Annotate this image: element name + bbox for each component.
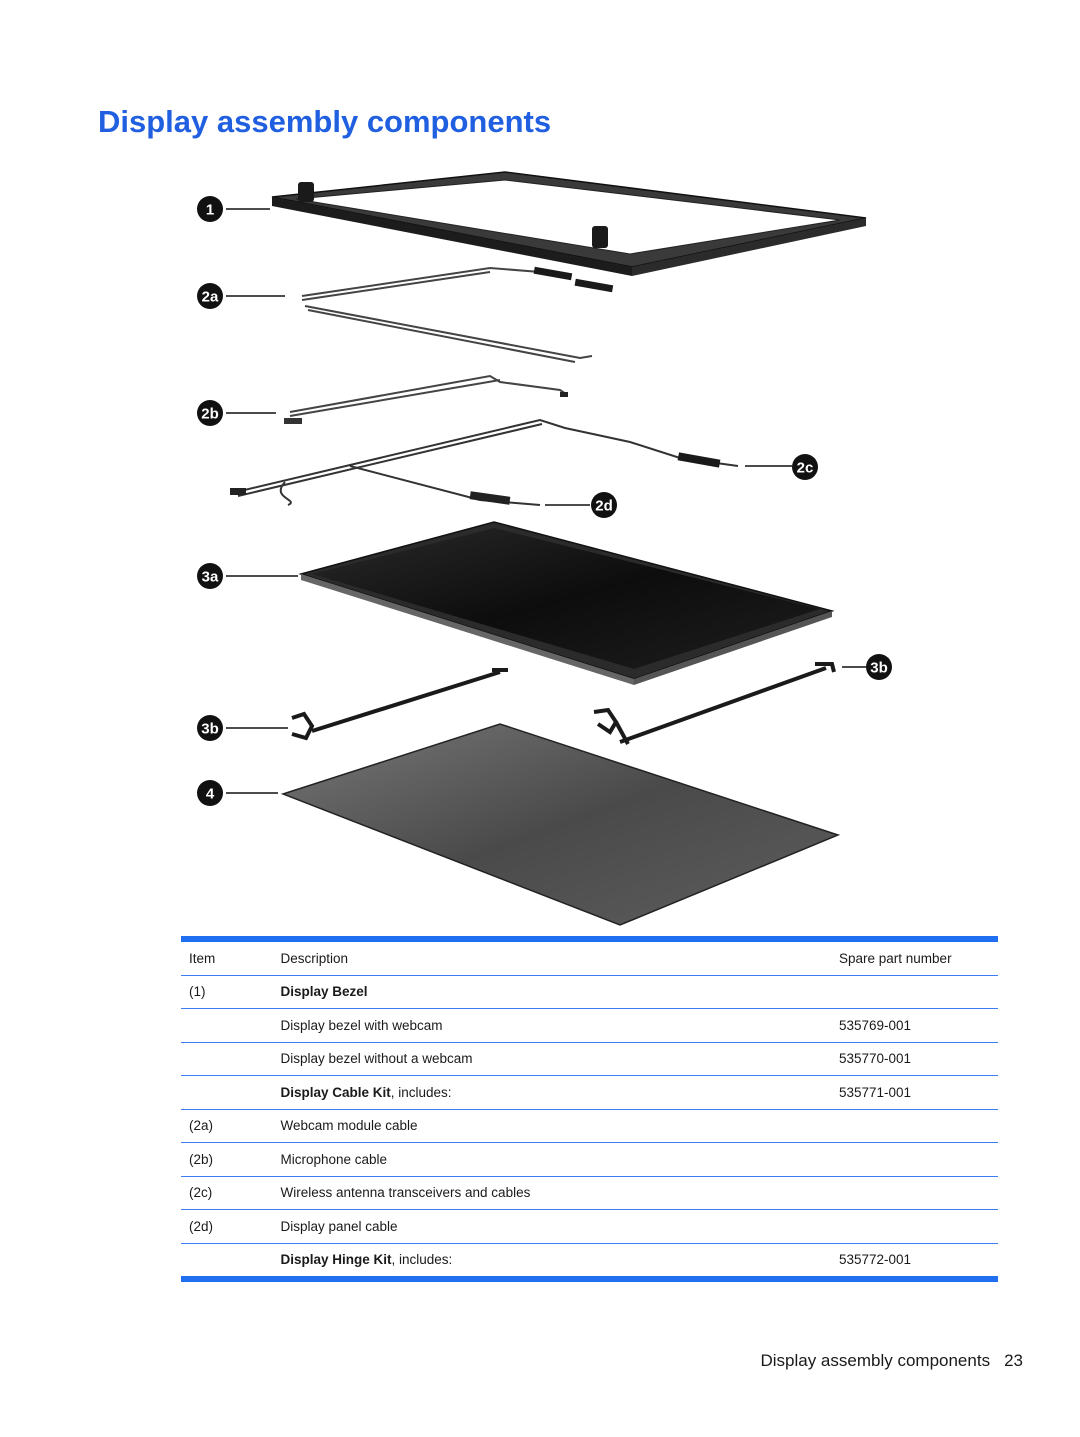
row-description-bold: Display Hinge Kit [280, 1252, 392, 1268]
row-description-text: Microphone cable [280, 1151, 388, 1167]
row-description: Display bezel with webcam [272, 1008, 831, 1043]
callout-1: 1 [197, 196, 223, 222]
row-item: (1) [181, 975, 273, 1009]
row-part-number [831, 1209, 998, 1244]
callout-3b-left: 3b [197, 715, 223, 741]
row-description: Display panel cable [272, 1209, 831, 1244]
row-description: Wireless antenna transceivers and cables [272, 1176, 831, 1210]
callout-2a-label: 2a [202, 289, 219, 306]
row-description: Microphone cable [272, 1142, 831, 1177]
table-row: Display Hinge Kit, includes: 535772-001 [181, 1243, 998, 1279]
exploded-view-illustration: 1 2a 2b 2c 2d 3a 3b 3b [197, 171, 892, 926]
table-row: Display Cable Kit, includes: 535771-001 [181, 1075, 998, 1110]
row-description-text: Display bezel without a webcam [280, 1051, 473, 1067]
antenna-and-panel-cable-part [230, 418, 739, 506]
callout-2d: 2d [591, 492, 617, 518]
row-description-text: Wireless antenna transceivers and cables [280, 1185, 531, 1201]
display-hinge-right-part [593, 662, 836, 745]
row-description-text: , includes: [390, 1084, 452, 1100]
row-part-number [831, 1176, 998, 1210]
row-description-text: Webcam module cable [280, 1118, 418, 1134]
row-part-number: 535772-001 [839, 1252, 912, 1268]
table-row: Display bezel without a webcam 535770-00… [181, 1042, 998, 1076]
row-part-number: 535771-001 [831, 1075, 998, 1110]
lcd-panel-part [298, 521, 835, 685]
table-header-row: Item Description Spare part number [181, 939, 998, 976]
display-hinge-left-part [291, 668, 508, 741]
callout-2b: 2b [197, 400, 223, 426]
page-footer: Display assembly components 23 [760, 1351, 1023, 1371]
callout-4-label: 4 [206, 786, 215, 803]
row-part-number [831, 1142, 998, 1177]
table-row: (2b) Microphone cable [181, 1142, 998, 1177]
table-row: (1) Display Bezel [181, 975, 998, 1009]
webcam-cable-part [301, 266, 614, 363]
row-part-number: 535770-001 [831, 1042, 998, 1076]
callout-2c-label: 2c [797, 460, 814, 477]
row-item [181, 1075, 273, 1110]
table-row: (2a) Webcam module cable [181, 1109, 998, 1143]
row-description: Display Bezel [272, 975, 831, 1009]
row-description: Display bezel without a webcam [272, 1042, 831, 1076]
row-item: (2d) [181, 1209, 273, 1244]
callout-2a: 2a [197, 283, 223, 309]
row-description-text: Display panel cable [280, 1218, 398, 1234]
row-item [181, 1008, 273, 1043]
callout-2d-label: 2d [595, 498, 613, 515]
row-item: (2b) [181, 1142, 273, 1177]
callout-3a-label: 3a [202, 569, 219, 586]
table-row: (2c) Wireless antenna transceivers and c… [181, 1176, 998, 1210]
row-item: (2c) [181, 1176, 273, 1210]
row-description-bold: Display Cable Kit [280, 1084, 391, 1100]
row-part-number [831, 1109, 998, 1143]
row-part-number [831, 975, 998, 1009]
row-description-text: Display bezel with webcam [280, 1017, 443, 1033]
callout-3a: 3a [197, 563, 223, 589]
footer-section-title: Display assembly components [760, 1351, 991, 1370]
row-part-number: 535769-001 [831, 1008, 998, 1043]
microphone-cable-part [284, 374, 568, 424]
header-item: Item [181, 939, 273, 976]
header-spare-part-number: Spare part number [831, 939, 998, 976]
callout-2b-label: 2b [201, 406, 219, 423]
display-back-cover-part [280, 723, 841, 926]
display-bezel-part [271, 171, 867, 276]
callout-1-label: 1 [206, 202, 214, 219]
header-description: Description [272, 939, 831, 976]
row-description: Display Hinge Kit, includes: [272, 1243, 831, 1279]
parts-table: Item Description Spare part number (1) D… [181, 936, 998, 1282]
callout-3b-right: 3b [866, 654, 892, 680]
row-item [181, 1042, 273, 1076]
callout-3b-right-label: 3b [870, 660, 888, 677]
row-item [181, 1243, 272, 1279]
row-description: Display Cable Kit, includes: [272, 1075, 831, 1110]
page-number: 23 [1004, 1351, 1023, 1370]
row-description: Webcam module cable [272, 1109, 831, 1143]
callout-2c: 2c [792, 454, 818, 480]
page-title: Display assembly components [98, 104, 552, 139]
row-description-text: , includes: [391, 1252, 453, 1268]
callout-3b-left-label: 3b [201, 721, 219, 738]
callout-leaders [226, 208, 866, 794]
callout-4: 4 [197, 780, 223, 806]
row-description-bold: Display Bezel [280, 984, 368, 1000]
row-item: (2a) [181, 1109, 273, 1143]
table-row: Display bezel with webcam 535769-001 [181, 1008, 998, 1043]
table-row: (2d) Display panel cable [181, 1209, 998, 1244]
